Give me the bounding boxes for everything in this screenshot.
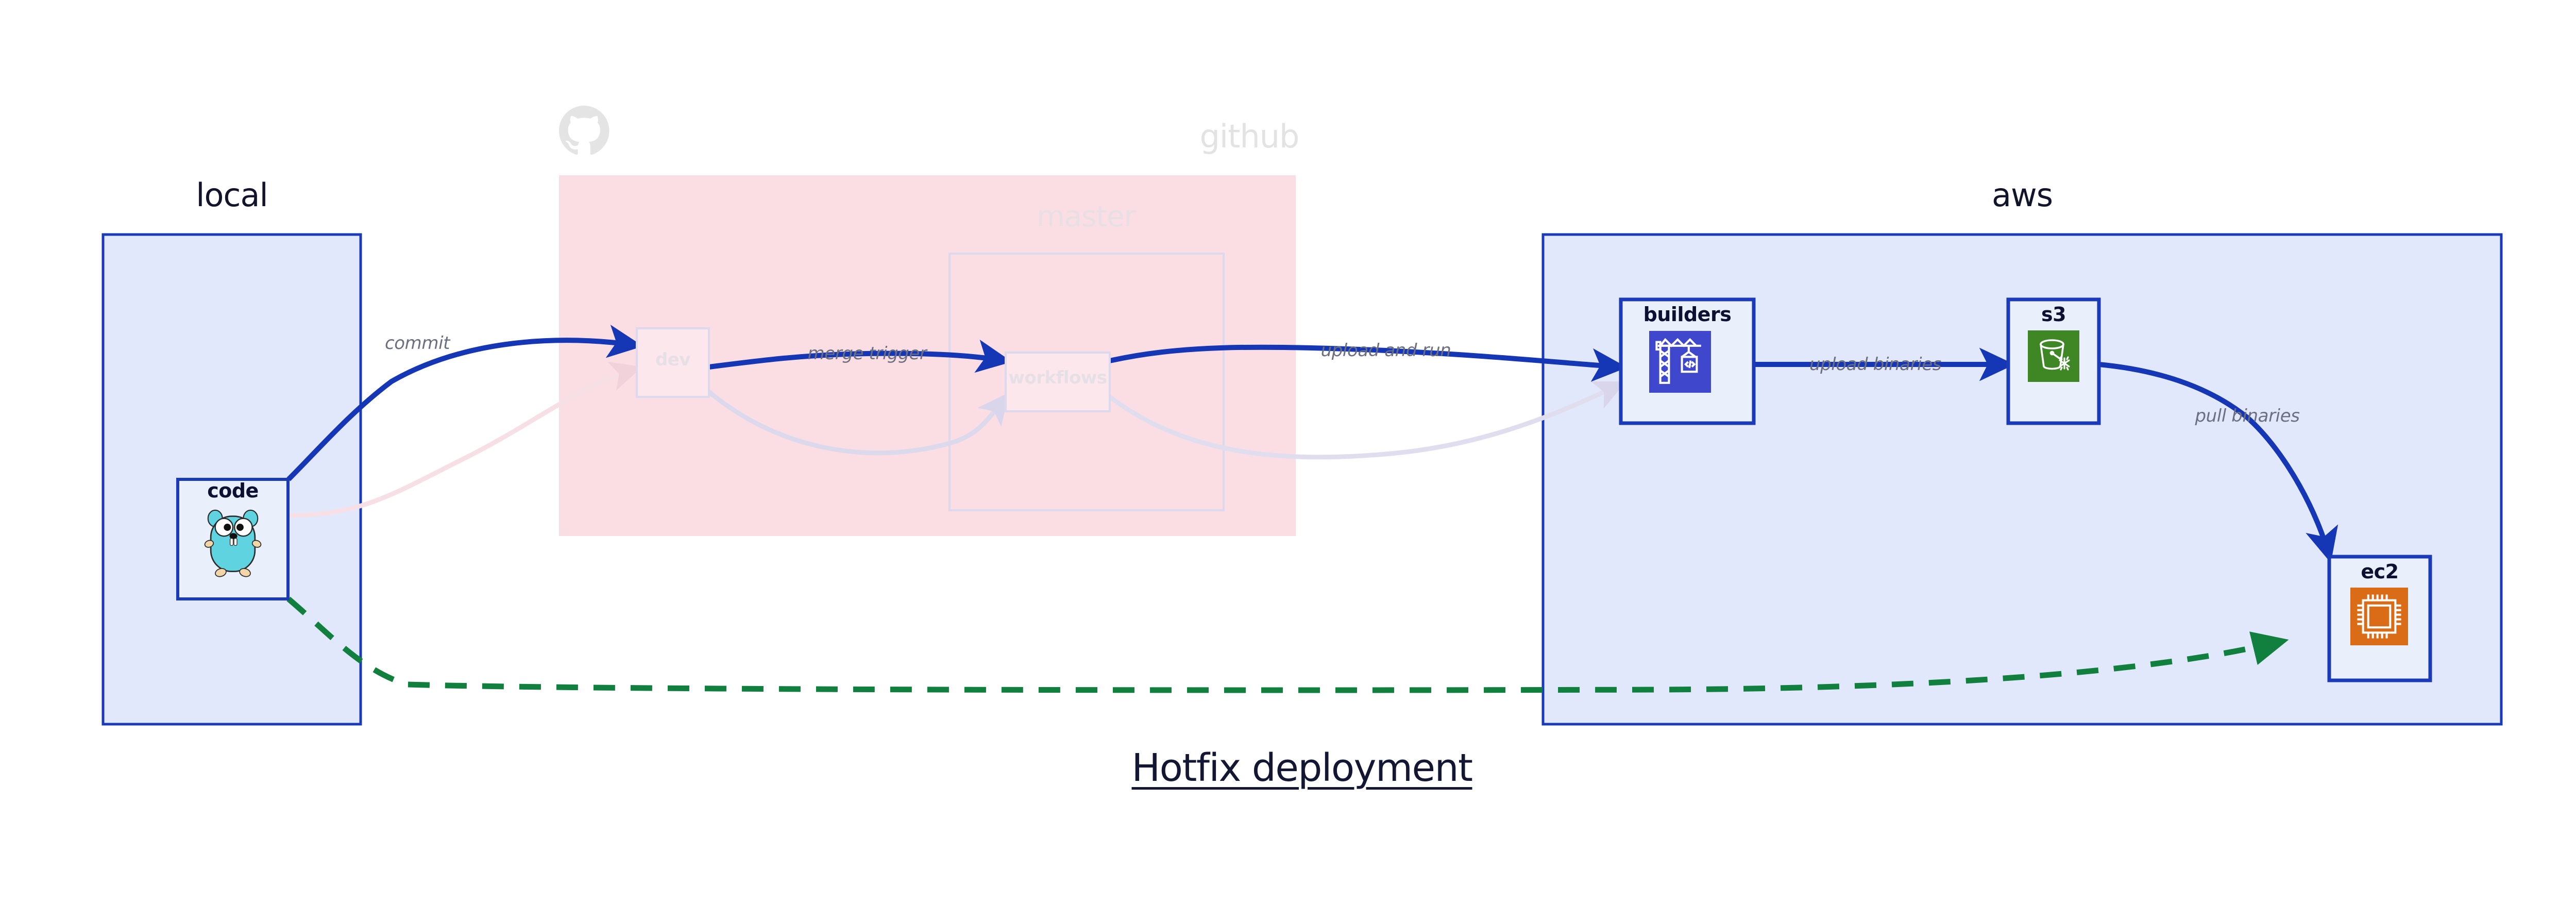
cluster-label-master: master (1037, 200, 1136, 233)
node-dev-rect[interactable] (636, 327, 710, 398)
node-label-code: code (207, 479, 259, 502)
edge-hotfix-direct (286, 596, 2289, 693)
node-workflows-rect[interactable] (1005, 352, 1111, 412)
edge-label-merge-trigger: merge trigger (807, 343, 927, 364)
edge-merge-trigger (708, 339, 1012, 373)
faded-return-paths (288, 361, 1626, 518)
aws-codebuild-icon (1649, 331, 1711, 393)
cluster-label-aws: aws (1991, 176, 2053, 214)
node-label-ec2: ec2 (2361, 560, 2399, 583)
go-gopher-icon (199, 504, 267, 581)
aws-ec2-chip-icon (2350, 588, 2408, 645)
github-octocat-icon (559, 106, 609, 155)
edge-label-commit: commit (384, 333, 450, 354)
edge-pull-binaries (2098, 362, 2338, 563)
node-label-dev: dev (655, 349, 691, 370)
node-label-builders: builders (1643, 303, 1732, 326)
edge-label-upload-binaries: upload binaries (1809, 354, 1942, 375)
cluster-master-rect (948, 253, 1225, 511)
edge-upload-and-run (1109, 344, 1628, 382)
edge-label-pull-binaries: pull binaries (2195, 406, 2300, 426)
edge-commit (286, 324, 643, 481)
node-label-workflows: workflows (1008, 368, 1107, 388)
cluster-label-github: github (1199, 118, 1300, 155)
aws-s3-bucket-icon (2028, 330, 2079, 382)
edge-label-upload-and-run: upload and run (1320, 340, 1451, 361)
page-title: Hotfix deployment (1131, 746, 1473, 790)
cluster-label-local: local (196, 176, 268, 214)
node-label-s3: s3 (2041, 303, 2066, 326)
